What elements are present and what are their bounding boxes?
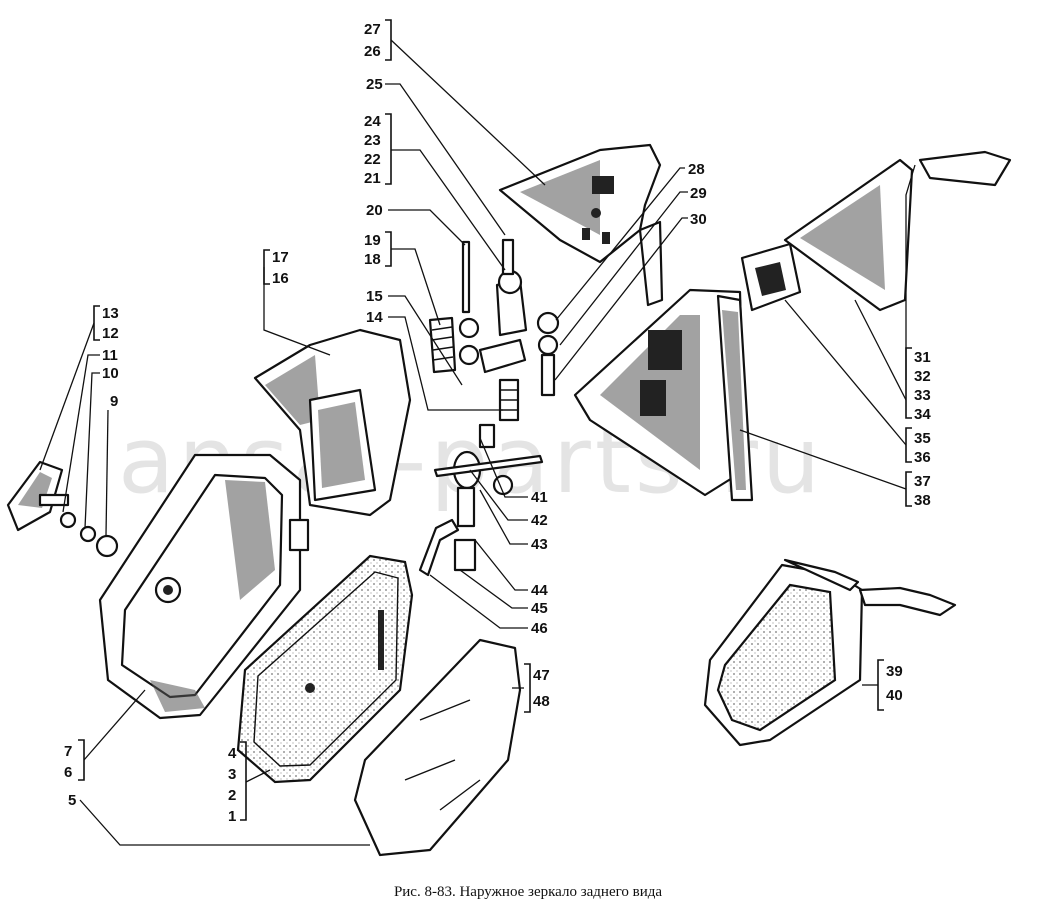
- callout-27: 27: [364, 21, 381, 38]
- callout-39: 39: [886, 663, 903, 680]
- callout-4: 4: [228, 745, 237, 762]
- gasket-part: [740, 242, 802, 312]
- callout-26: 26: [364, 43, 381, 60]
- callout-numbers: 27 26 25 24 23 22 21 20 19 18 15 14 17 1…: [64, 21, 931, 825]
- callout-10: 10: [102, 365, 119, 382]
- callout-30: 30: [690, 211, 707, 228]
- leader-lines: [39, 19, 916, 846]
- mirror-base-part: [573, 288, 754, 502]
- adjustment-linkage-part: [418, 423, 544, 577]
- callout-43: 43: [531, 536, 548, 553]
- callout-12: 12: [102, 325, 119, 342]
- callout-37: 37: [914, 473, 931, 490]
- callout-34: 34: [914, 406, 931, 423]
- mount-cover-part: [498, 143, 664, 307]
- callout-28: 28: [688, 161, 705, 178]
- callout-45: 45: [531, 600, 548, 617]
- mirror-glass-part: [353, 638, 522, 857]
- callout-7: 7: [64, 743, 72, 760]
- callout-3: 3: [228, 766, 236, 783]
- callout-5: 5: [68, 792, 76, 809]
- callout-48: 48: [533, 693, 550, 710]
- callout-16: 16: [272, 270, 289, 287]
- callout-40: 40: [886, 687, 903, 704]
- callout-47: 47: [533, 667, 550, 684]
- callout-6: 6: [64, 764, 72, 781]
- callout-19: 19: [364, 232, 381, 249]
- mirror-housing-frame-part: [98, 453, 310, 720]
- callout-41: 41: [531, 489, 548, 506]
- callout-14: 14: [366, 309, 383, 326]
- glass-carrier-part: [236, 554, 414, 784]
- callout-38: 38: [914, 492, 931, 509]
- callout-20: 20: [366, 202, 383, 219]
- callout-46: 46: [531, 620, 548, 637]
- callout-18: 18: [364, 251, 381, 268]
- callout-29: 29: [690, 185, 707, 202]
- callout-15: 15: [366, 288, 383, 305]
- callout-22: 22: [364, 151, 381, 168]
- pivot-mechanism-part: [428, 238, 560, 422]
- callout-25: 25: [366, 76, 383, 93]
- adjusting-knob-part: [6, 460, 119, 558]
- rear-housing-part: [253, 328, 412, 517]
- callout-13: 13: [102, 305, 119, 322]
- callout-17: 17: [272, 249, 289, 266]
- assembled-mirror-part: [703, 558, 957, 747]
- callout-1: 1: [228, 808, 236, 825]
- callout-33: 33: [914, 387, 931, 404]
- outer-cover-part: [783, 150, 1012, 312]
- callout-9: 9: [110, 393, 118, 410]
- callout-36: 36: [914, 449, 931, 466]
- callout-2: 2: [228, 787, 236, 804]
- callout-11: 11: [102, 347, 118, 364]
- callout-32: 32: [914, 368, 931, 385]
- callout-44: 44: [531, 582, 548, 599]
- callout-42: 42: [531, 512, 548, 529]
- callout-23: 23: [364, 132, 381, 149]
- callout-21: 21: [364, 170, 381, 187]
- callout-35: 35: [914, 430, 931, 447]
- callout-31: 31: [914, 349, 931, 366]
- figure-caption: Рис. 8-83. Наружное зеркало заднего вида: [393, 884, 663, 900]
- callout-24: 24: [364, 113, 381, 130]
